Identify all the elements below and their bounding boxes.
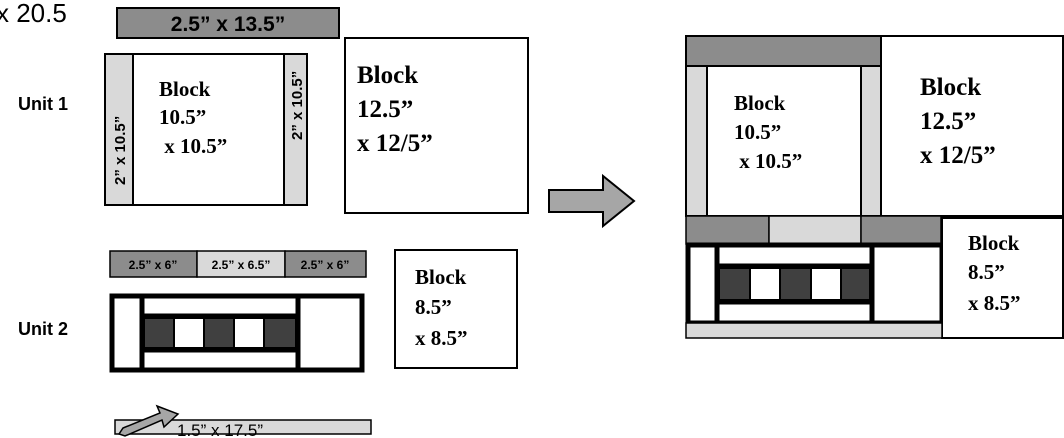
assembled-lower-block (941, 217, 1064, 339)
unit1-block-line1: Block (159, 77, 211, 101)
assembled-square-light (810, 267, 842, 301)
diagonal-arrow-icon (117, 404, 180, 437)
unit1-right-strip-label: 2” x 10.5” (289, 71, 306, 140)
unit2-side-block-line3: x 8.5” (415, 326, 468, 350)
assembled-center-line2: 10.5” (734, 120, 781, 144)
assembled-square-dark (840, 267, 871, 301)
assembled-center-line3: x 10.5” (734, 149, 802, 173)
unit2-strip-right-label: 2.5” x 6” (301, 258, 350, 272)
assembled-lower-line2: 8.5” (968, 260, 1005, 284)
unit2-group: Unit 2 2.5” x 6” 2.5” x 6.5” 2.5” x 6” B… (18, 249, 518, 438)
assembled-right-strip (860, 65, 882, 217)
cutoff-heading: x 20.5 (0, 0, 67, 28)
unit2-strip-middle (196, 250, 286, 278)
unit2-square-dark (143, 317, 175, 349)
assembled-side-block (880, 35, 1064, 217)
unit2-bottom-strip-label: 1.5” x 17.5” (177, 421, 263, 438)
assembled-top-strip (685, 35, 882, 67)
unit2-strip-right (284, 250, 367, 278)
unit1-block-line2: 10.5” (159, 105, 206, 129)
assembled-center-line1: Block (734, 91, 786, 115)
assembled-lower-line1: Block (968, 231, 1020, 255)
assembled-square-dark (779, 267, 812, 301)
unit1-side-block-line1: Block (357, 62, 418, 89)
assembled-strip-right (860, 215, 942, 245)
assembled-center-block (706, 65, 862, 217)
assembled-side-line2: 12.5” (920, 108, 976, 135)
assembled-side-line3: x 12/5” (920, 142, 996, 169)
unit2-square-light (173, 317, 205, 349)
assembled-side-line1: Block (920, 74, 981, 101)
right-arrow-icon (548, 173, 636, 229)
unit1-group: Unit 1 2.5” x 13.5” 2” x 10.5” 2” x 10.5… (18, 7, 529, 214)
assembled-bottom-strip (685, 322, 943, 339)
unit2-strip-middle-label: 2.5” x 6.5” (212, 258, 271, 272)
unit1-side-block-line3: x 12/5” (357, 130, 433, 157)
unit1-label: Unit 1 (18, 94, 68, 114)
unit2-strip-left (109, 250, 198, 278)
unit2-label: Unit 2 (18, 319, 68, 339)
unit1-side-block (344, 37, 529, 214)
unit2-bottom-strip (114, 419, 372, 435)
unit1-side-block-line2: 12.5” (357, 96, 413, 123)
unit2-square-dark (263, 317, 297, 349)
unit1-frame (104, 53, 308, 206)
unit2-square-dark (203, 317, 235, 349)
assembled-square-dark (718, 267, 751, 301)
unit2-side-block (394, 249, 518, 369)
unit2-side-block-line1: Block (415, 265, 467, 289)
unit1-top-strip (116, 7, 340, 39)
unit1-left-strip (104, 53, 134, 206)
unit2-square-light (233, 317, 265, 349)
unit2-side-block-line2: 8.5” (415, 295, 452, 319)
assembled-square-light (749, 267, 781, 301)
unit1-left-strip-label: 2” x 10.5” (112, 116, 129, 185)
assembled-lower-line3: x 8.5” (968, 291, 1021, 315)
assembled-strip-middle (768, 215, 862, 245)
unit1-top-strip-label: 2.5” x 13.5” (171, 13, 285, 36)
unit1-block-line3: x 10.5” (159, 134, 227, 158)
assembled-left-strip (685, 65, 708, 217)
assembled-quilt: Block 10.5” x 10.5” Block 12.5” x 12/5” … (685, 35, 1064, 339)
unit2-strip-left-label: 2.5” x 6” (129, 258, 178, 272)
assembled-strip-left (685, 215, 770, 245)
unit1-right-strip (283, 53, 308, 206)
